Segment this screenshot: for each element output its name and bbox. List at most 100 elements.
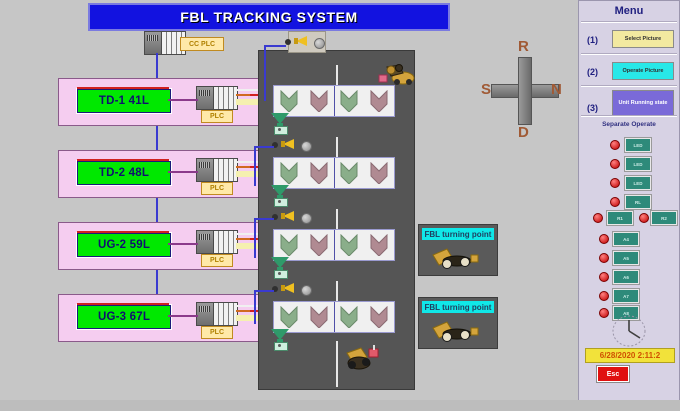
menu-row-1[interactable]: (1) Select Picture bbox=[579, 23, 679, 61]
divider bbox=[581, 115, 677, 117]
select-picture-button[interactable]: Select Picture bbox=[612, 30, 674, 48]
status-led-2 bbox=[610, 159, 620, 169]
equipment-tag-4-text: UG-3 67L bbox=[97, 311, 151, 323]
operate-button-10-label: A7 bbox=[623, 293, 629, 299]
lhd-machine-1 bbox=[377, 61, 415, 96]
cc-plc-label-text: CC PLC bbox=[188, 40, 216, 48]
menu-panel: Menu (1) Select Picture (2) Operate Pict… bbox=[578, 0, 680, 402]
operate-button-1[interactable]: LED bbox=[625, 138, 651, 152]
row-1-signal-wire-a bbox=[236, 89, 266, 91]
bus-wire-3 bbox=[254, 218, 256, 258]
bus-wire-4-top bbox=[254, 290, 274, 292]
operate-button-8-label: A5 bbox=[623, 255, 629, 261]
chute-sensor-icon-3 bbox=[271, 257, 289, 279]
operate-button-2[interactable]: LED bbox=[625, 157, 651, 171]
chevron-down-icon bbox=[370, 306, 388, 328]
operate-button-10[interactable]: A7 bbox=[613, 289, 639, 303]
status-led-7 bbox=[599, 234, 609, 244]
bus-wire-2-top bbox=[254, 146, 274, 148]
conveyor-cell bbox=[304, 158, 334, 188]
conveyor-cell bbox=[334, 302, 364, 332]
operate-button-9-label: A6 bbox=[623, 274, 629, 280]
unit-running-state-button-label: Unit Running state bbox=[618, 100, 668, 106]
chevron-down-icon bbox=[340, 90, 358, 112]
chevron-down-icon bbox=[310, 162, 328, 184]
bus-wire-3-top bbox=[254, 218, 274, 220]
operate-button-3[interactable]: LED bbox=[625, 176, 651, 190]
chute-sensor-icon-2 bbox=[271, 185, 289, 207]
chevron-down-icon bbox=[370, 162, 388, 184]
menu-number-3: (3) bbox=[587, 103, 598, 113]
conveyor-strip-1 bbox=[273, 85, 395, 117]
operate-picture-button[interactable]: Operate Picture bbox=[612, 62, 674, 80]
fbl-turning-point-1-text: FBL turning point bbox=[424, 229, 492, 239]
fbl-turning-point-2: FBL turning point bbox=[418, 297, 498, 349]
alarm-horn-icon-2 bbox=[281, 138, 297, 151]
row-3-signal-wire-c bbox=[236, 243, 262, 249]
alarm-horn-icon-3 bbox=[281, 210, 297, 223]
row-1-signal-wire-b bbox=[236, 94, 262, 96]
operate-button-4[interactable]: RL bbox=[625, 195, 651, 209]
status-led-6 bbox=[639, 213, 649, 223]
page-title-text: FBL TRACKING SYSTEM bbox=[180, 9, 358, 25]
plc-label-1: PLC bbox=[201, 110, 233, 123]
conveyor-cell bbox=[364, 86, 394, 116]
plc-label-4-text: PLC bbox=[210, 329, 224, 336]
esc-button[interactable]: Esc bbox=[597, 366, 629, 382]
menu-row-2[interactable]: (2) Operate Picture bbox=[579, 55, 679, 93]
plc-label-4: PLC bbox=[201, 326, 233, 339]
status-led-9 bbox=[599, 272, 609, 282]
equipment-tag-1-text: TD-1 41L bbox=[98, 95, 150, 107]
datetime-text: 6/28/2020 2:11:2 bbox=[599, 351, 661, 360]
row-2-link-wire bbox=[168, 171, 198, 173]
unit-running-state-button[interactable]: Unit Running state bbox=[612, 90, 674, 116]
chevron-down-icon bbox=[280, 234, 298, 256]
row-4-link-wire bbox=[168, 315, 198, 317]
operate-button-9[interactable]: A6 bbox=[613, 270, 639, 284]
node-dot-3 bbox=[272, 214, 278, 220]
operate-button-5[interactable]: R1 bbox=[607, 211, 633, 225]
esc-button-label: Esc bbox=[606, 370, 620, 378]
plc-cards-icon bbox=[213, 302, 238, 326]
plc-label-3-text: PLC bbox=[210, 257, 224, 264]
operate-button-7[interactable]: A4 bbox=[613, 232, 639, 246]
menu-row-3[interactable]: (3) Unit Running state bbox=[579, 87, 679, 117]
lhd-machine-icon bbox=[432, 321, 479, 342]
alarm-horn-icon-1 bbox=[294, 35, 310, 48]
operate-button-11-label: A8 bbox=[623, 310, 629, 316]
compass-label-right: N bbox=[551, 81, 562, 98]
compass-bar-vertical bbox=[518, 57, 532, 125]
node-dot-4 bbox=[272, 286, 278, 292]
fbl-turning-point-2-label: FBL turning point bbox=[422, 301, 494, 313]
conveyor-cell bbox=[274, 158, 304, 188]
row-2-signal-wire-c bbox=[236, 171, 262, 177]
compass-rose: R S N D bbox=[481, 38, 565, 145]
divider bbox=[581, 53, 677, 55]
bus-wire-1-top bbox=[264, 45, 286, 47]
lane-marker bbox=[335, 209, 338, 245]
row-1-signal-wire-c bbox=[236, 99, 262, 105]
status-lamp-3 bbox=[301, 213, 312, 224]
divider bbox=[581, 21, 677, 23]
status-lamp-1 bbox=[314, 38, 325, 49]
plc-unit-2 bbox=[196, 158, 238, 182]
equipment-tag-1: TD-1 41L bbox=[77, 87, 171, 113]
equipment-row-2: TD-2 48L bbox=[58, 150, 268, 198]
menu-number-2: (2) bbox=[587, 67, 598, 77]
operate-button-7-label: A4 bbox=[623, 236, 629, 242]
chute-sensor-icon-1 bbox=[271, 113, 289, 135]
conveyor-cell bbox=[274, 86, 304, 116]
operate-button-2-label: LED bbox=[633, 161, 643, 167]
conveyor-cell bbox=[304, 230, 334, 260]
lhd-machine-icon bbox=[432, 248, 479, 269]
plc-cards-icon bbox=[213, 230, 238, 254]
conveyor-cell bbox=[304, 302, 334, 332]
operate-picture-button-label: Operate Picture bbox=[622, 68, 664, 74]
operate-button-8[interactable]: A5 bbox=[613, 251, 639, 265]
operate-button-1-label: LED bbox=[633, 142, 643, 148]
fbl-turning-point-2-text: FBL turning point bbox=[424, 302, 492, 312]
conveyor-strip-2 bbox=[273, 157, 395, 189]
conveyor-cell bbox=[304, 86, 334, 116]
operate-button-6[interactable]: R2 bbox=[651, 211, 677, 225]
plc-unit-4 bbox=[196, 302, 238, 326]
